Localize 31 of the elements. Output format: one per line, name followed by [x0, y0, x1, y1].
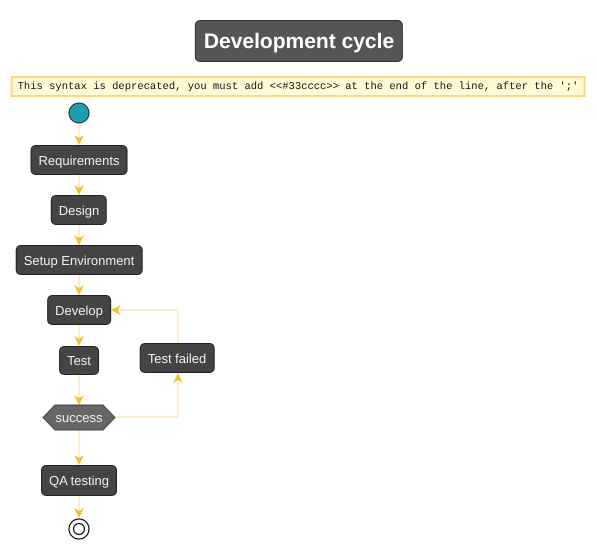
activity-label: Design: [58, 202, 100, 218]
activity-label: Develop: [55, 302, 103, 318]
activity-box: [50, 195, 108, 225]
flow-arrow: [74, 224, 84, 246]
activity-label: QA testing: [49, 473, 109, 488]
start-circle: [68, 102, 90, 124]
flow-arrow: [74, 430, 84, 466]
activity-box: [41, 465, 117, 496]
note-text: This syntax is deprecated, you must add <<#33cccc>> at the end of the line, after the ';': [18, 80, 578, 92]
end-circle: [68, 518, 90, 540]
activity-label: Setup Environment: [24, 252, 134, 268]
flow-arrow: [114, 372, 183, 418]
flow-arrow: [74, 274, 84, 296]
flow-arrow: [74, 496, 84, 518]
activity-label: Test failed: [148, 350, 206, 366]
decision-hexagon: [43, 405, 115, 430]
activity-box: [47, 295, 111, 325]
flow-arrow: [74, 124, 84, 146]
flow-arrow: [110, 305, 178, 344]
activity-box: [16, 245, 142, 275]
flow-arrow: [74, 174, 84, 196]
activity-box: [140, 343, 214, 373]
activity-box: [59, 346, 99, 375]
decision-label: success: [56, 410, 102, 425]
activity-label: Requirements: [38, 152, 120, 168]
flow-arrow: [74, 324, 84, 346]
note-box: [10, 76, 586, 97]
flow-arrow: [74, 374, 84, 406]
activity-box: [30, 145, 128, 175]
diagram-title: Development cycle: [194, 20, 404, 62]
activity-label: Test: [67, 353, 91, 368]
